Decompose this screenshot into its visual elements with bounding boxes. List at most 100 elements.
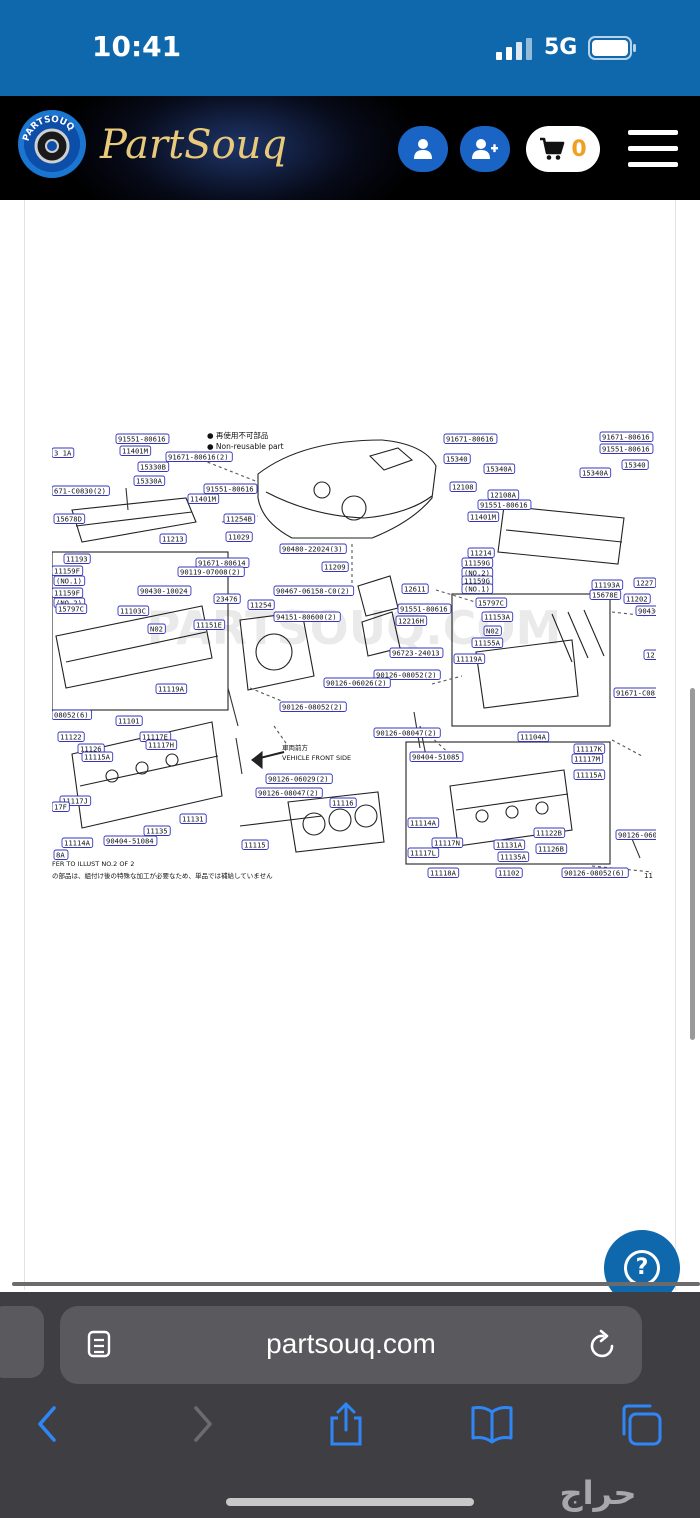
part-number-label[interactable]: 90126-08047(2) (255, 787, 323, 798)
part-number-label[interactable]: 12216H (395, 615, 428, 626)
horizontal-scrollbar[interactable] (12, 1282, 700, 1286)
part-number-label[interactable]: 15797C (475, 597, 508, 608)
register-button[interactable] (460, 126, 510, 172)
part-number-label[interactable]: 08052(6) (52, 709, 93, 720)
part-number-label[interactable]: 15678D (53, 513, 86, 524)
part-number-label[interactable]: 90126-08052(2) (279, 701, 347, 712)
part-number-label[interactable]: 11117M (571, 753, 604, 764)
part-number-label[interactable]: 15340A (483, 463, 516, 474)
part-number-label[interactable]: 12 (643, 649, 656, 660)
part-number-label[interactable]: (NO.1) (53, 575, 86, 586)
part-number-label[interactable]: 11193A (591, 579, 624, 590)
part-number-label[interactable]: 15330B (137, 461, 170, 472)
site-logo[interactable]: PartSouq (100, 122, 288, 168)
part-number-label[interactable]: 11401M (187, 493, 220, 504)
part-number-label[interactable]: 11155A (471, 637, 504, 648)
part-number-label[interactable]: 11029 (225, 531, 253, 542)
part-number-label[interactable]: 11193 (63, 553, 91, 564)
back-icon[interactable] (26, 1402, 70, 1446)
part-number-label[interactable]: 15678E (589, 589, 622, 600)
part-number-label[interactable]: 90126-08052(2) (373, 669, 441, 680)
cart-button[interactable]: 0 (526, 126, 600, 172)
part-number-label[interactable]: 90126-06029(2) (265, 773, 333, 784)
forward-icon[interactable] (180, 1402, 224, 1446)
part-number-label[interactable]: 11116 (329, 797, 357, 808)
reload-icon[interactable] (588, 1328, 618, 1362)
login-button[interactable] (398, 126, 448, 172)
part-number-label[interactable]: 90467-06158-C0(2) (273, 585, 355, 596)
part-number-label[interactable]: 11213 (159, 533, 187, 544)
part-number-label[interactable]: 11104A (517, 731, 550, 742)
part-number-label[interactable]: 90126-08052(6) (561, 867, 629, 878)
part-number-label[interactable]: 11126B (535, 843, 568, 854)
part-number-label[interactable]: 15340 (621, 459, 649, 470)
part-number-label[interactable]: 11114A (61, 837, 94, 848)
part-number-label[interactable]: 90480-22024(3) (279, 543, 347, 554)
part-number-label[interactable]: 90126-06026(2) (323, 677, 391, 688)
part-number-label[interactable]: 91551-80616 (599, 443, 654, 454)
part-number-label[interactable]: 11126 (77, 743, 105, 754)
previous-tab-edge[interactable] (0, 1306, 44, 1378)
vertical-scrollbar[interactable] (690, 688, 695, 1040)
part-number-label[interactable]: N02 (147, 623, 166, 634)
part-number-label[interactable]: 11131 (179, 813, 207, 824)
part-number-label[interactable]: 90404-51085 (409, 751, 464, 762)
part-number-label[interactable]: 11214 (467, 547, 495, 558)
part-number-label[interactable]: 11131A (493, 839, 526, 850)
part-number-label[interactable]: 11117K (573, 743, 606, 754)
parts-diagram[interactable]: PARTSOUQ.COM ● 再使用不可部品 ● Non-reusable pa… (52, 426, 656, 886)
part-number-label[interactable]: 15340 (443, 453, 471, 464)
part-number-label[interactable]: 11115A (81, 751, 114, 762)
part-number-label[interactable]: 90126-060 (615, 829, 656, 840)
url-text[interactable]: partsouq.com (266, 1328, 436, 1359)
part-number-label[interactable]: 90430 (635, 605, 656, 616)
part-number-label[interactable]: 15330A (133, 475, 166, 486)
part-number-label[interactable]: 91671-C08 (613, 687, 656, 698)
part-number-label[interactable]: 11101 (115, 715, 143, 726)
part-number-label[interactable]: 91671-80616 (443, 433, 498, 444)
part-number-label[interactable]: 11117H (145, 739, 178, 750)
part-number-label[interactable]: 90430-10024 (137, 585, 192, 596)
part-number-label[interactable]: 11118A (427, 867, 460, 878)
part-number-label[interactable]: N02 (483, 625, 502, 636)
menu-button[interactable] (628, 130, 678, 168)
part-number-label[interactable]: 90404-51084 (103, 835, 158, 846)
part-number-label[interactable]: 11117N (431, 837, 464, 848)
part-number-label[interactable]: 11254 (247, 599, 275, 610)
share-icon[interactable] (324, 1402, 368, 1446)
part-number-label[interactable]: 90126-08047(2) (373, 727, 441, 738)
part-number-label[interactable]: 17F (52, 801, 70, 812)
part-number-label[interactable]: 91551-80616 (115, 433, 170, 444)
part-number-label[interactable]: 11102 (495, 867, 523, 878)
part-number-label[interactable]: 3 1A (52, 447, 75, 458)
part-number-label[interactable]: 11209 (321, 561, 349, 572)
tabs-icon[interactable] (618, 1402, 662, 1446)
part-number-label[interactable]: 23476 (213, 593, 241, 604)
part-number-label[interactable]: 11159F (52, 565, 84, 576)
part-number-label[interactable]: 1227 (633, 577, 656, 588)
part-number-label[interactable]: 11115A (573, 769, 606, 780)
part-number-label[interactable]: 15797C (55, 603, 88, 614)
part-number-label[interactable]: 11159F (52, 587, 84, 598)
part-number-label[interactable]: 91551-80616 (203, 483, 258, 494)
part-number-label[interactable]: 11135A (497, 851, 530, 862)
part-number-label[interactable]: 11153A (481, 611, 514, 622)
part-number-label[interactable]: 11401M (119, 445, 152, 456)
part-number-label[interactable]: 91671-80616 (599, 431, 654, 442)
part-number-label[interactable]: 11103C (117, 605, 150, 616)
part-number-label[interactable]: 671-C0830(2) (52, 485, 110, 496)
part-number-label[interactable]: 90119-07008(2) (177, 566, 245, 577)
part-number-label[interactable]: 12611 (401, 583, 429, 594)
part-number-label[interactable]: 91671-80614 (195, 557, 250, 568)
part-number-label[interactable]: 11151E (193, 619, 226, 630)
part-number-label[interactable]: 11254B (223, 513, 256, 524)
part-number-label[interactable]: 96723-24013 (389, 647, 444, 658)
part-number-label[interactable]: 94151-80600(2) (273, 611, 341, 622)
part-number-label[interactable]: 11122 (57, 731, 85, 742)
address-bar[interactable]: partsouq.com (60, 1306, 642, 1384)
part-number-label[interactable]: 11122B (533, 827, 566, 838)
reader-icon[interactable] (86, 1328, 114, 1362)
part-number-label[interactable]: 15340A (579, 467, 612, 478)
part-number-label[interactable]: 11117L (407, 847, 440, 858)
part-number-label[interactable]: 11401M (467, 511, 500, 522)
